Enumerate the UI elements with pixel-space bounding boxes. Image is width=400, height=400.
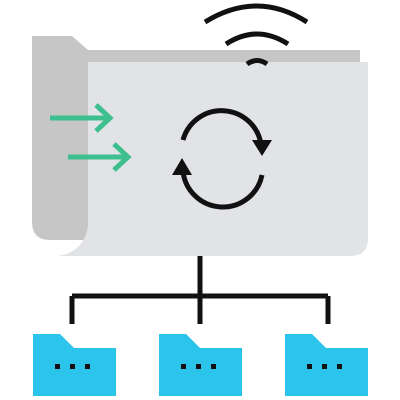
sync-arc-top: [180, 108, 264, 145]
wifi-arc-middle: [224, 31, 290, 47]
arrow-right-icon: [68, 142, 132, 172]
arrow-right-icon: [50, 103, 114, 133]
folder-dots: [181, 364, 216, 369]
folder-dots: [307, 364, 342, 369]
wifi-arc-inner: [245, 58, 269, 67]
child-folder-1: [33, 334, 116, 396]
sync-arc-bottom: [180, 170, 265, 210]
sync-arrows-icon: [172, 108, 272, 210]
sync-arrowhead-bottom: [172, 158, 192, 175]
wifi-arc-outer: [203, 3, 309, 25]
main-folder-icon: [32, 36, 368, 256]
main-folder-front: [58, 62, 368, 256]
wifi-icon: [203, 3, 309, 67]
incoming-arrows: [50, 103, 132, 172]
child-folder-2: [159, 334, 242, 396]
folder-dots: [55, 364, 90, 369]
child-folder-3: [285, 334, 368, 396]
sync-arrowhead-top: [252, 140, 272, 156]
tree-connector: [69, 256, 331, 324]
